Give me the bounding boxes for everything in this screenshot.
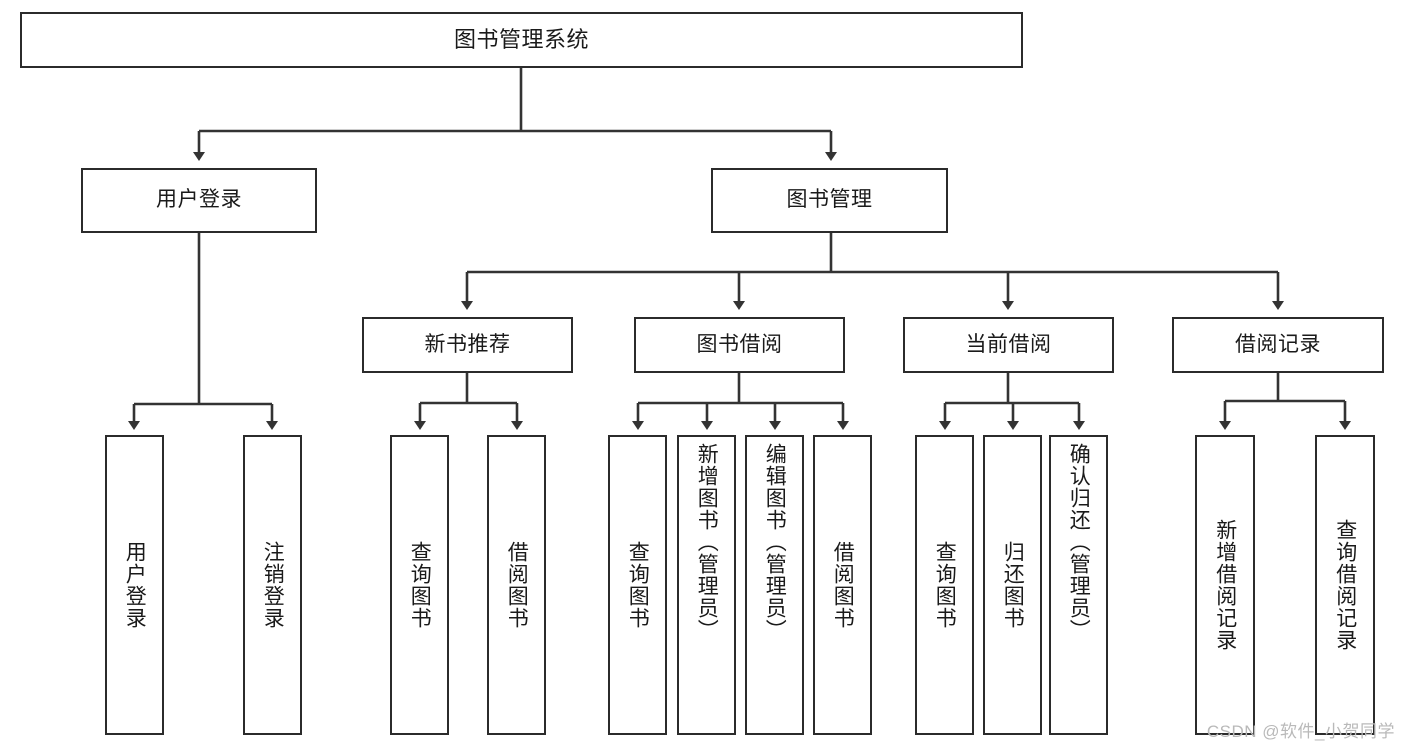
node-leaf-add-record[interactable]: 新增借阅记录 bbox=[1195, 435, 1255, 735]
watermark: CSDN @软件_小贺同学 bbox=[1206, 722, 1395, 741]
node-leaf-query-book-1-label: 查询图书 bbox=[408, 541, 432, 629]
node-leaf-return-book-label: 归还图书 bbox=[1001, 541, 1025, 629]
node-leaf-query-book-2[interactable]: 查询图书 bbox=[608, 435, 667, 735]
node-borrow-record-label: 借阅记录 bbox=[1235, 332, 1321, 356]
node-leaf-edit-book[interactable]: 编辑图书（管理员） bbox=[745, 435, 804, 735]
node-leaf-edit-book-label: 编辑图书（管理员） bbox=[763, 443, 787, 641]
node-leaf-borrow-book-2[interactable]: 借阅图书 bbox=[813, 435, 872, 735]
node-book-manage[interactable]: 图书管理 bbox=[711, 168, 948, 233]
node-root[interactable]: 图书管理系统 bbox=[20, 12, 1023, 68]
node-user-login-label: 用户登录 bbox=[156, 188, 242, 212]
node-book-borrow[interactable]: 图书借阅 bbox=[634, 317, 845, 373]
node-leaf-confirm-return-label: 确认归还（管理员） bbox=[1067, 443, 1091, 641]
node-leaf-query-record-label: 查询借阅记录 bbox=[1333, 519, 1357, 651]
node-book-manage-label: 图书管理 bbox=[786, 188, 873, 212]
node-leaf-logout-label: 注销登录 bbox=[261, 541, 285, 629]
node-current-borrow[interactable]: 当前借阅 bbox=[903, 317, 1114, 373]
node-leaf-user-login[interactable]: 用户登录 bbox=[105, 435, 164, 735]
node-new-book-rec-label: 新书推荐 bbox=[424, 332, 511, 356]
node-user-login[interactable]: 用户登录 bbox=[81, 168, 317, 233]
node-leaf-return-book[interactable]: 归还图书 bbox=[983, 435, 1042, 735]
node-leaf-query-book-3[interactable]: 查询图书 bbox=[915, 435, 974, 735]
node-root-label: 图书管理系统 bbox=[453, 27, 589, 53]
node-leaf-query-book-3-label: 查询图书 bbox=[933, 541, 957, 629]
node-leaf-borrow-book-2-label: 借阅图书 bbox=[831, 541, 855, 629]
node-leaf-query-record[interactable]: 查询借阅记录 bbox=[1315, 435, 1375, 735]
node-leaf-add-book-label: 新增图书（管理员） bbox=[695, 443, 719, 641]
node-current-borrow-label: 当前借阅 bbox=[965, 332, 1052, 356]
node-leaf-logout[interactable]: 注销登录 bbox=[243, 435, 302, 735]
node-book-borrow-label: 图书借阅 bbox=[696, 332, 783, 356]
node-borrow-record[interactable]: 借阅记录 bbox=[1172, 317, 1384, 373]
node-leaf-query-book-2-label: 查询图书 bbox=[626, 541, 650, 629]
node-leaf-query-book-1[interactable]: 查询图书 bbox=[390, 435, 449, 735]
node-leaf-add-record-label: 新增借阅记录 bbox=[1213, 519, 1237, 651]
node-leaf-borrow-book-1-label: 借阅图书 bbox=[505, 541, 529, 629]
node-leaf-confirm-return[interactable]: 确认归还（管理员） bbox=[1049, 435, 1108, 735]
node-leaf-borrow-book-1[interactable]: 借阅图书 bbox=[487, 435, 546, 735]
node-new-book-rec[interactable]: 新书推荐 bbox=[362, 317, 573, 373]
node-leaf-user-login-label: 用户登录 bbox=[123, 541, 147, 629]
node-leaf-add-book[interactable]: 新增图书（管理员） bbox=[677, 435, 736, 735]
